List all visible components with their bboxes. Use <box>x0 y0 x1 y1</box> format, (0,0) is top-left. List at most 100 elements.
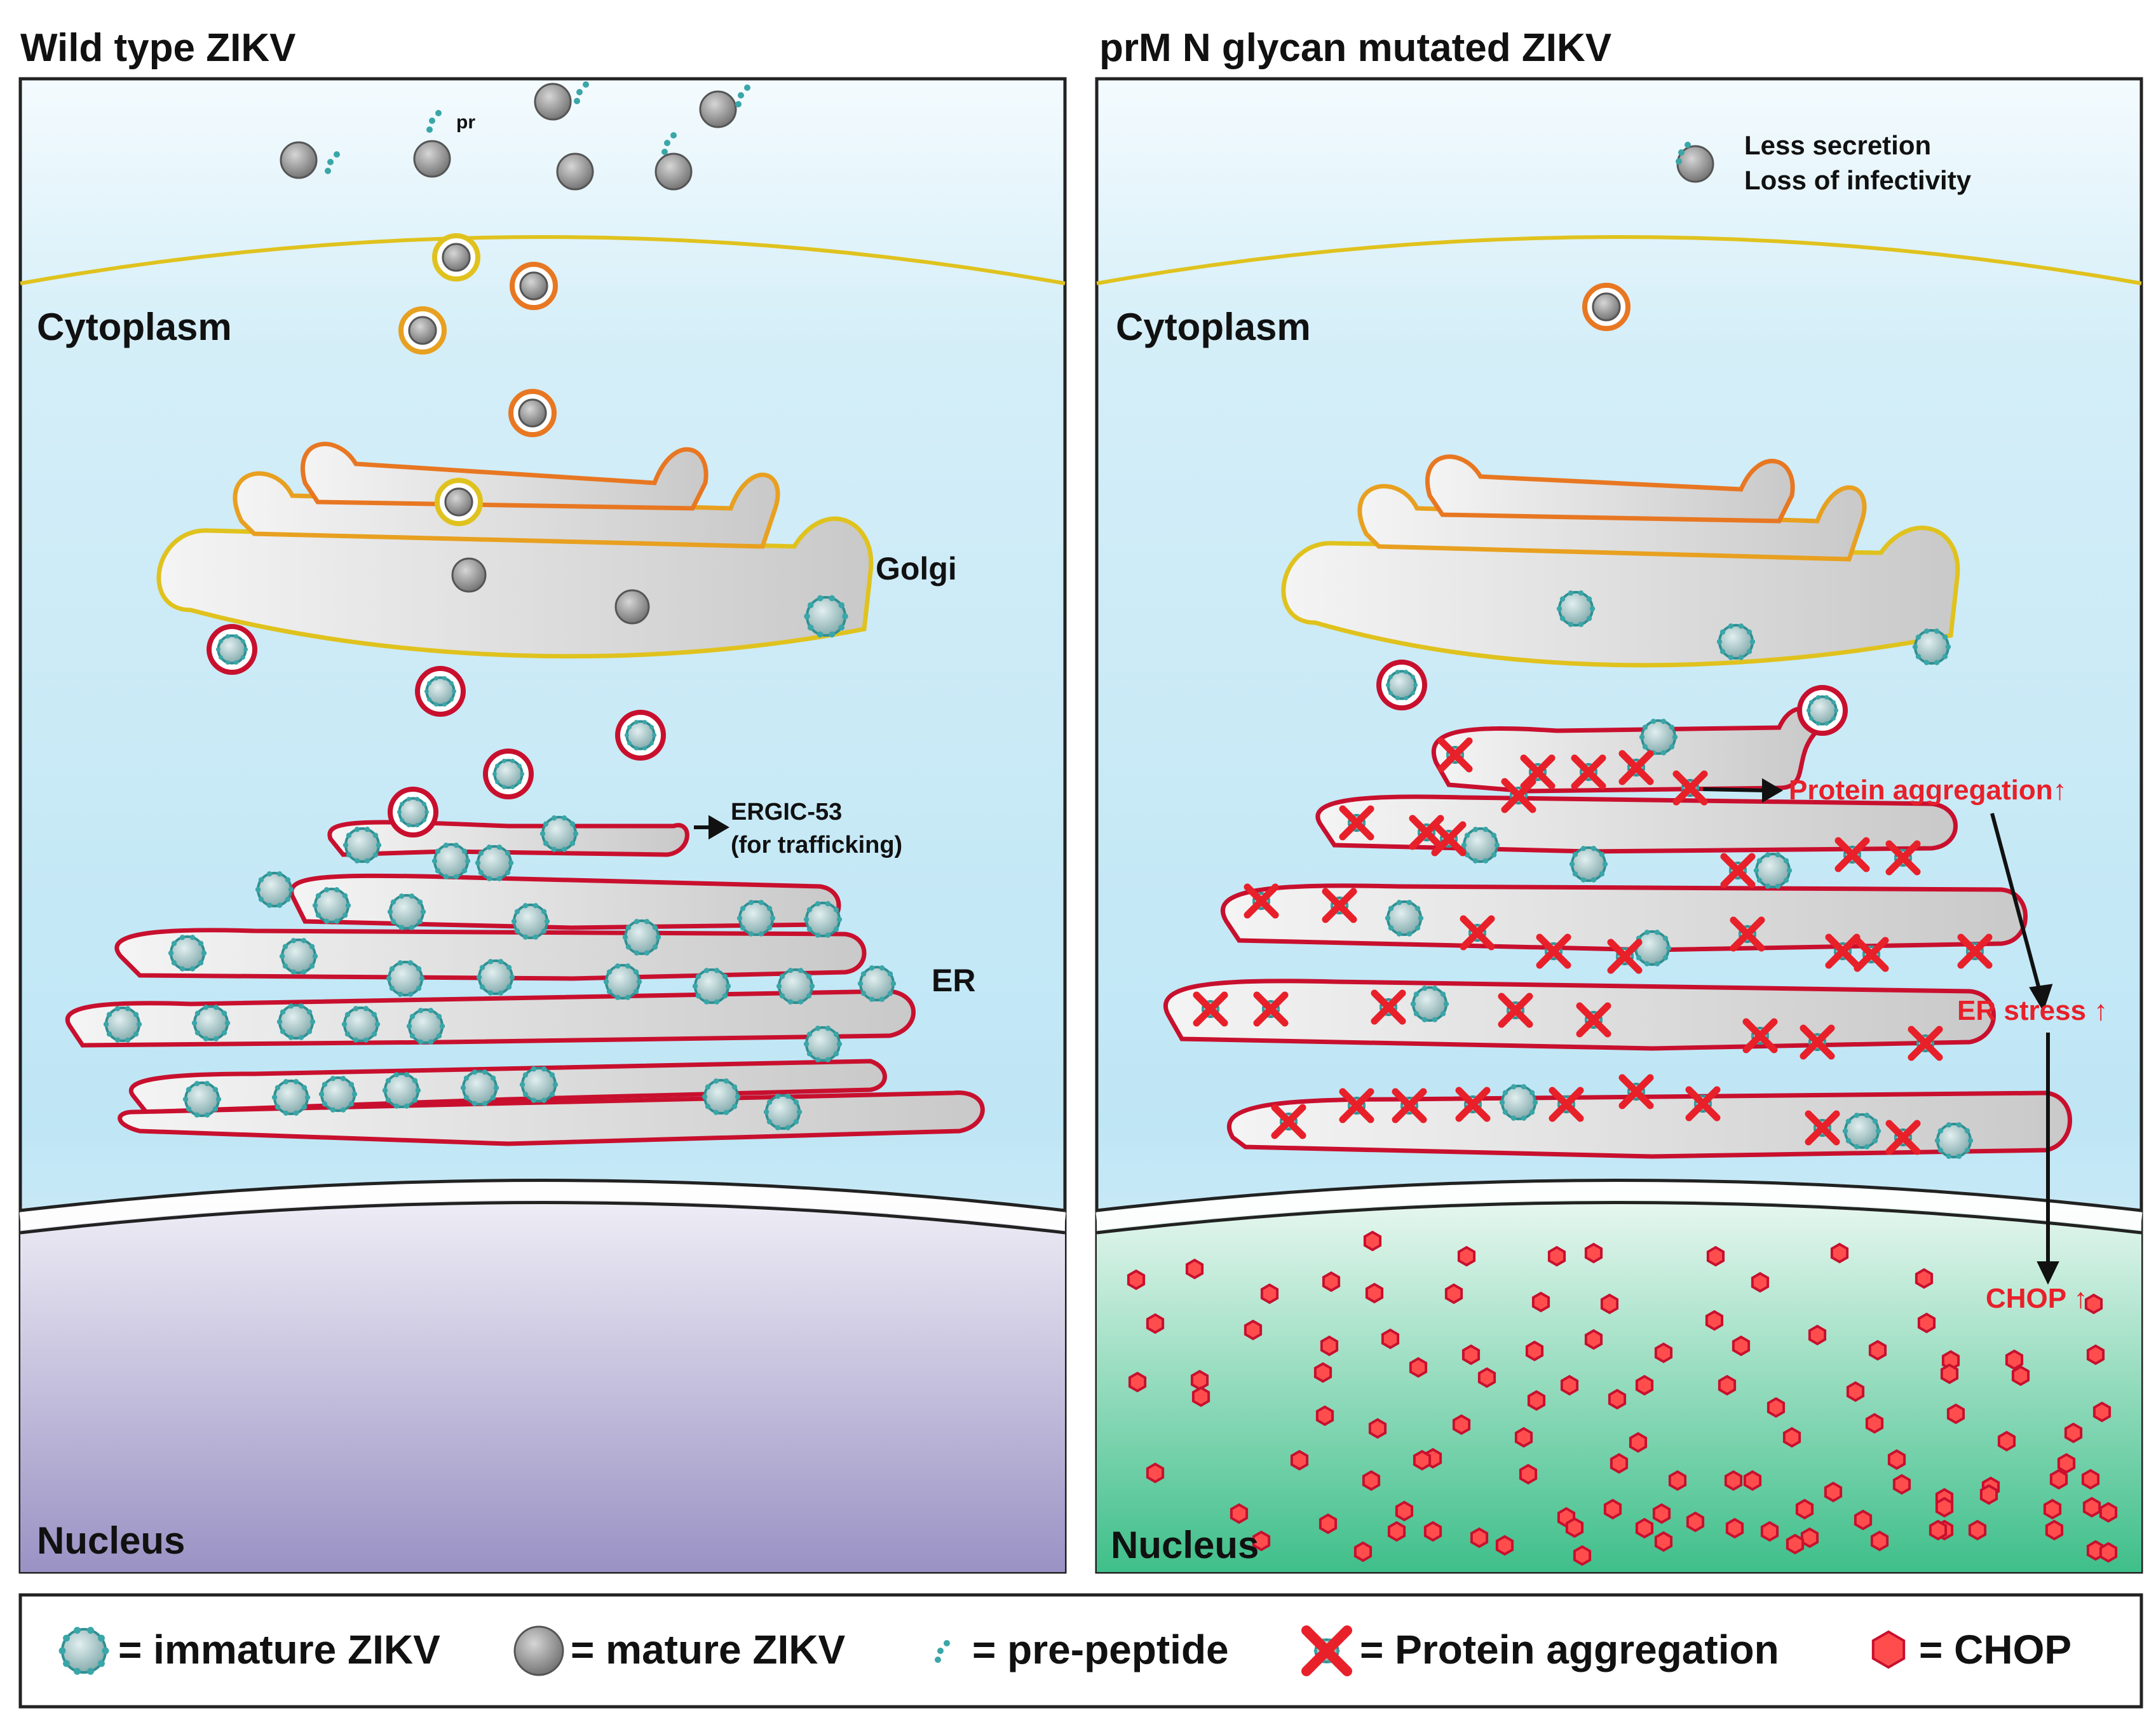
immature-zikv-icon <box>603 963 642 1000</box>
chop-icon <box>1610 1453 1629 1474</box>
protein-aggregation-icon <box>1885 840 1921 876</box>
right-plasma-membrane <box>1096 235 2142 285</box>
chop-icon <box>1409 1357 1428 1378</box>
immature-zikv-icon <box>1716 623 1756 660</box>
chop-icon <box>2099 1542 2118 1563</box>
chop-icon <box>1313 1362 1332 1383</box>
chop-icon <box>1190 1369 1209 1391</box>
legend-aggregation-label: = Protein aggregation <box>1360 1627 1779 1672</box>
protein-aggregation-icon <box>1498 993 1533 1028</box>
left-nuclear-membrane-outer <box>20 1201 1066 1235</box>
chop-icon <box>1565 1517 1584 1538</box>
mature-zikv-icon <box>444 487 473 517</box>
right-golgi-cisterna-2 <box>1357 484 1867 562</box>
ergic-label-line2: (for trafficking) <box>731 832 902 858</box>
legend-prepeptide-label: = pre-peptide <box>972 1627 1229 1672</box>
immature-zikv-icon <box>255 871 294 908</box>
chop-icon <box>1525 1340 1544 1362</box>
immature-zikv-icon <box>492 759 525 789</box>
immature-zikv-icon <box>341 1006 381 1043</box>
chop-icon <box>1608 1388 1627 1410</box>
protein-aggregation-icon <box>1520 754 1556 790</box>
chop-icon <box>1724 1470 1743 1491</box>
chop-label: CHOP ↑ <box>1986 1283 2088 1314</box>
arrow-to-aggregation <box>1702 787 1767 792</box>
chop-icon <box>2005 1349 2024 1371</box>
right-panel <box>1095 77 2143 1574</box>
chop-icon <box>1527 1390 1546 1411</box>
right-cytoplasm-label: Cytoplasm <box>1116 306 1311 348</box>
protein-aggregation-icon <box>1271 1104 1306 1139</box>
chop-icon <box>1353 1541 1373 1563</box>
transport-vesicle <box>388 787 438 837</box>
chop-icon <box>1519 1463 1538 1485</box>
chop-icon <box>1584 1242 1603 1264</box>
transport-vesicle <box>398 306 447 355</box>
transport-vesicle <box>1582 283 1631 331</box>
right-golgi-cisterna-3 <box>1425 454 1795 524</box>
immature-zikv-icon <box>1499 1084 1538 1121</box>
immature-zikv-icon <box>397 797 430 827</box>
chop-icon <box>1887 1449 1906 1470</box>
chop-icon <box>1457 1245 1476 1267</box>
chop-icon <box>1547 1245 1566 1267</box>
protein-aggregation-icon <box>1854 937 1889 972</box>
chop-icon <box>1917 1312 1936 1334</box>
ergic-label-line1: ERGIC-53 <box>731 799 842 825</box>
left-golgi <box>156 442 874 659</box>
protein-aggregation-icon <box>1392 1088 1427 1123</box>
chop-icon <box>2081 1468 2100 1490</box>
protein-aggregation-icon <box>1501 778 1536 813</box>
right-er-sheet-4 <box>1163 979 1996 1051</box>
immature-zikv-icon <box>271 1079 311 1116</box>
er-stress-label: ER stress ↑ <box>1957 995 2108 1026</box>
immature-zikv-icon <box>1410 986 1449 1022</box>
chop-icon <box>1766 1397 1786 1418</box>
protein-aggregation-icon <box>1885 1120 1921 1155</box>
protein-aggregation-icon <box>1253 991 1289 1027</box>
protein-aggregation-icon <box>1322 888 1357 923</box>
transport-vesicle <box>415 666 466 717</box>
protein-aggregation-icon <box>1908 1026 1943 1061</box>
chop-icon <box>1387 1521 1406 1542</box>
protein-aggregation-icon <box>1371 989 1406 1025</box>
immature-zikv-icon <box>1556 590 1596 627</box>
chop-icon <box>1461 1344 1481 1366</box>
immature-zikv-icon <box>1632 930 1672 966</box>
chop-icon <box>1495 1535 1514 1556</box>
protein-aggregation-icon <box>1957 933 1993 969</box>
legend-immature-label: = immature ZIKV <box>118 1627 440 1672</box>
left-nuclear-envelope <box>19 1182 1066 1230</box>
chop-icon <box>1146 1462 1165 1484</box>
immature-zikv-icon <box>1385 900 1424 937</box>
right-nuclear-membrane-outer <box>1096 1201 2142 1235</box>
chop-icon <box>1800 1527 1819 1549</box>
chop-icon <box>1751 1271 1770 1293</box>
mature-zikv-icon <box>534 83 572 121</box>
stress-pathway-arrows <box>1702 778 2059 1285</box>
immature-zikv-icon <box>624 720 657 750</box>
left-nuclear-membrane-inner <box>20 1179 1066 1212</box>
protein-aggregation-icon <box>1409 815 1444 850</box>
immature-zikv-icon <box>776 968 815 1005</box>
protein-aggregation-icon <box>1825 933 1861 969</box>
chop-icon <box>1244 1319 1263 1341</box>
pre-peptide-icon <box>935 1640 950 1663</box>
chop-icon <box>1252 1530 1271 1552</box>
chop-icon <box>1786 1533 1805 1555</box>
chop-icon <box>1629 1432 1648 1453</box>
chop-icon <box>1573 1545 1592 1566</box>
protein-aggregation-icon <box>1455 1087 1491 1122</box>
protein-aggregation-icon <box>1800 1024 1835 1060</box>
chop-icon <box>2099 1502 2118 1523</box>
chop-icon <box>1185 1258 1204 1280</box>
mature-zikv-icon <box>556 153 594 191</box>
right-golgi-cisterna-1 <box>1281 525 1960 668</box>
chop-icon <box>1319 1513 1338 1535</box>
protein-aggregation-icon <box>1742 1018 1778 1054</box>
chop-icon <box>2045 1519 2064 1541</box>
chop-icon <box>1654 1342 1673 1364</box>
chop-icon <box>1929 1519 1948 1541</box>
chop-icon <box>1290 1449 1309 1471</box>
chop-icon <box>1603 1498 1622 1520</box>
